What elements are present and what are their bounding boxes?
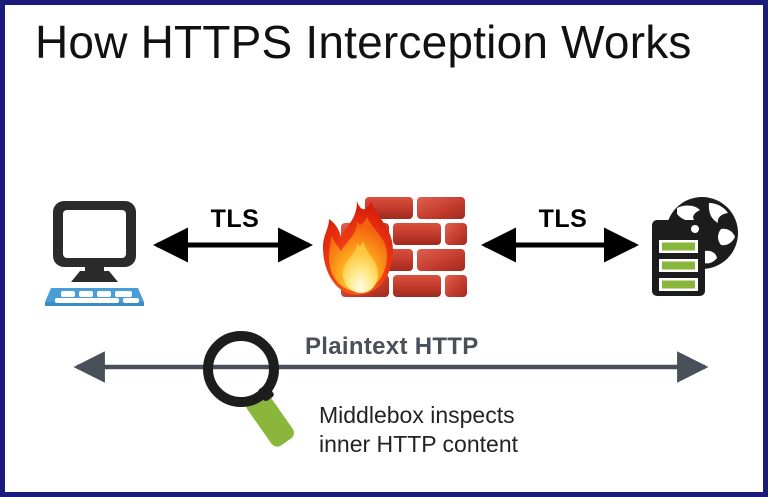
connector-label-tls-left: TLS	[210, 205, 260, 233]
inspection-note-line-1: Middlebox inspects	[319, 402, 515, 428]
server-globe-icon	[652, 197, 738, 296]
inspection-note-caption: Middlebox inspects inner HTTP content	[319, 401, 518, 460]
diagram-canvas	[45, 197, 738, 447]
magnifying-glass-icon	[203, 331, 294, 447]
inspection-note-line-2: inner HTTP content	[319, 431, 519, 458]
page-title: How HTTPS Interception Works	[35, 16, 692, 68]
desktop-computer-icon	[45, 201, 144, 306]
firewall-brick-flame-icon	[323, 197, 467, 297]
connector-label-plaintext-http: Plaintext HTTP	[305, 333, 479, 360]
connector-label-tls-right: TLS	[538, 205, 588, 233]
